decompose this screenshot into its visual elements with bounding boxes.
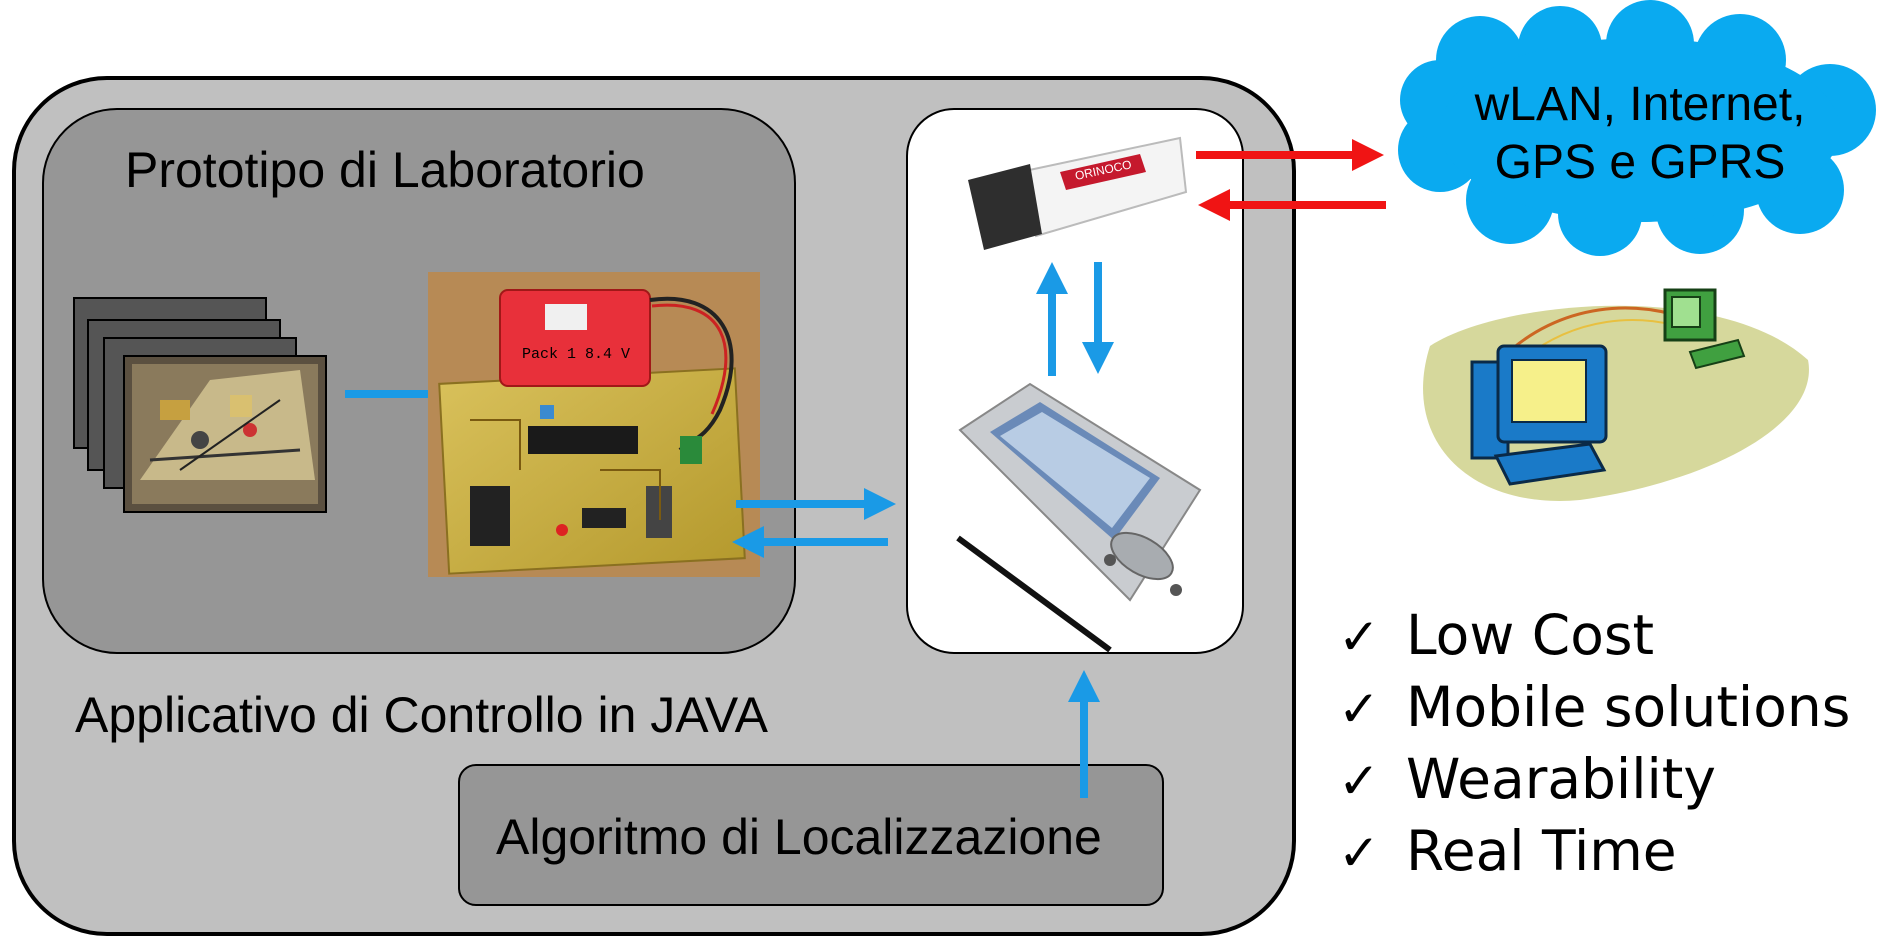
feature-label: Real Time [1406,819,1677,883]
feature-label: Low Cost [1406,603,1655,667]
checkmark-icon: ✓ [1338,680,1380,738]
feature-item: ✓ Mobile solutions [1338,672,1850,744]
battery-label: Pack 1 8.4 V [522,346,630,363]
checkmark-icon: ✓ [1338,608,1380,666]
network-label-line2: GPS e GPRS [1494,136,1786,189]
network-label-line1: wLAN, Internet, [1474,78,1806,131]
algorithm-title: Algoritmo di Localizzazione [496,809,1102,865]
prototype-title: Prototipo di Laboratorio [125,142,645,198]
feature-list: ✓ Low Cost ✓ Mobile solutions ✓ Wearabil… [1338,600,1850,888]
networked-computers-icon [1423,288,1809,501]
feature-item: ✓ Low Cost [1338,600,1850,672]
feature-label: Wearability [1406,747,1716,811]
prototype-boards-image [73,297,327,513]
wlan-card-image: ORINOCO [968,136,1188,250]
feature-item: ✓ Real Time [1338,816,1850,888]
pda-image [956,382,1202,653]
feature-item: ✓ Wearability [1338,744,1850,816]
application-title: Applicativo di Controllo in JAVA [75,687,768,743]
algorithm-container [458,764,1164,906]
checkmark-icon: ✓ [1338,752,1380,810]
checkmark-icon: ✓ [1338,824,1380,882]
feature-label: Mobile solutions [1406,675,1851,739]
network-cloud [1398,0,1876,256]
pcb-board-image: Pack 1 8.4 V [428,272,760,577]
network-label: wLAN, Internet, GPS e GPRS [1420,76,1860,192]
